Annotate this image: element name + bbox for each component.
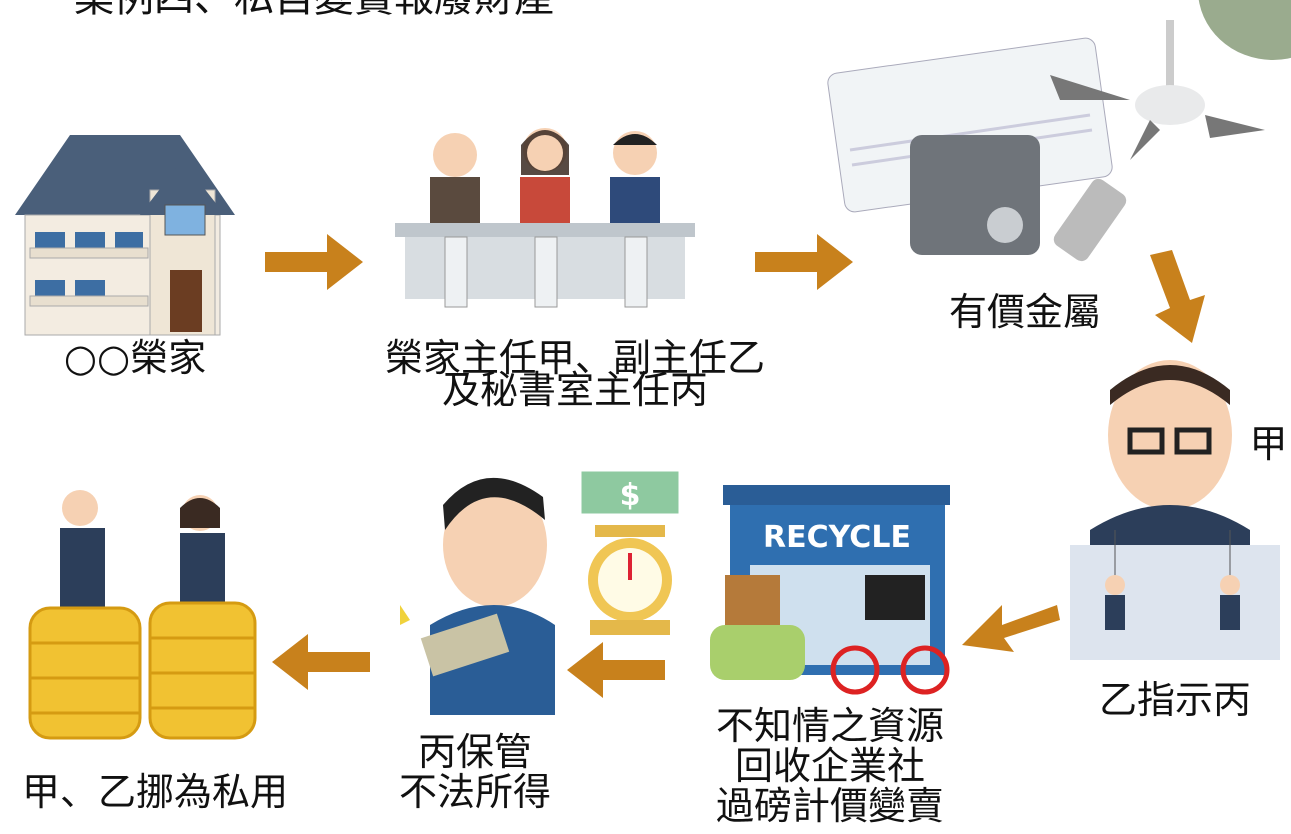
money-keeper-icon <box>400 477 555 715</box>
arrow-down-3 <box>1150 250 1205 343</box>
arrow-left-4 <box>962 605 1060 652</box>
puppeteer-icon <box>1070 360 1280 660</box>
keeper-caption-line1: 丙保管 <box>417 730 532 774</box>
arrow-right-2 <box>755 234 853 290</box>
keeper-caption-line2: 不法所得 <box>398 770 551 814</box>
coins-icon <box>28 490 257 740</box>
arrow-left-6 <box>272 634 370 690</box>
side-label: 甲 <box>1249 422 1288 466</box>
scrap-metal-icon <box>827 20 1265 262</box>
puppeteer-caption: 乙指示丙 <box>1098 678 1251 722</box>
recycle-caption-line3: 過磅計價變賣 <box>715 784 944 828</box>
arrow-right-1 <box>265 234 363 290</box>
page-title: 案例四、私自變賣報廢財產 <box>74 0 554 20</box>
committee-icon <box>395 128 695 308</box>
misuse-caption: 甲、乙挪為私用 <box>21 770 288 814</box>
scale-icon: $ <box>578 468 682 635</box>
house-caption: ○○榮家 <box>63 336 207 380</box>
house-icon <box>15 135 235 336</box>
recycle-caption-line1: 不知情之資源 <box>715 704 944 748</box>
recycle-sign-text: RECYCLE <box>763 520 911 555</box>
committee-caption-line2: 及秘書室主任丙 <box>441 368 708 412</box>
recycle-shop-icon: RECYCLE <box>710 485 950 695</box>
arrow-left-5 <box>567 642 665 698</box>
recycle-caption-line2: 回收企業社 <box>734 744 925 788</box>
money-sign-text: $ <box>620 478 641 513</box>
committee-caption-line1: 榮家主任甲、副主任乙 <box>384 336 765 380</box>
metal-caption: 有價金屬 <box>948 290 1101 334</box>
